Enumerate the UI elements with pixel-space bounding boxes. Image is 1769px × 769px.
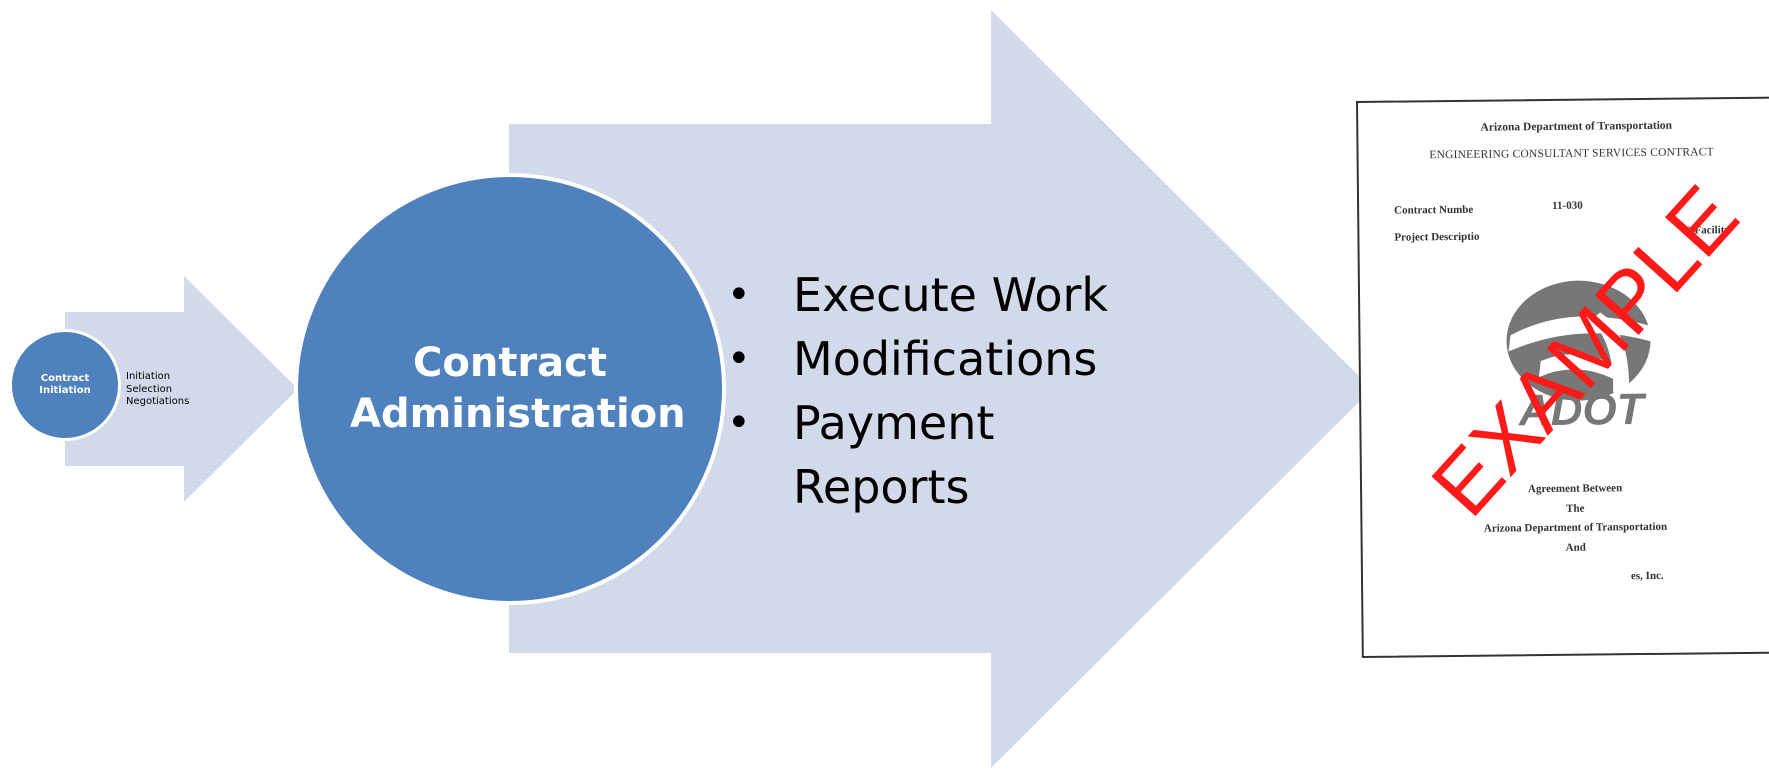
large-arrow bbox=[509, 10, 1372, 768]
small-arrow bbox=[65, 276, 298, 502]
bullet-icon: • bbox=[727, 400, 751, 446]
adot-logo-icon: ADOT bbox=[1506, 280, 1653, 434]
doc-agreement-line-3: Arizona Department of Transportation bbox=[1483, 520, 1668, 535]
doc-project-description-label: Project Descriptio bbox=[1394, 230, 1480, 244]
initiation-steps-list: Initiation Selection Negotiations bbox=[126, 371, 189, 409]
doc-contract-type: ENGINEERING CONSULTANT SERVICES CONTRACT bbox=[1429, 146, 1714, 162]
doc-agency: Arizona Department of Transportation bbox=[1480, 119, 1673, 134]
task-modifications: •Modifications bbox=[727, 327, 1108, 391]
doc-contract-number-value: 11-030 bbox=[1552, 199, 1583, 212]
doc-contract-number-label: Contract Numbe bbox=[1394, 203, 1474, 217]
contract-administration-title: Contract Administration bbox=[350, 340, 686, 437]
administration-tasks-list: •Execute Work •Modifications •Payment Re… bbox=[727, 263, 1108, 519]
doc-consultant-name: es, Inc. bbox=[1630, 569, 1664, 583]
task-execute-work: •Execute Work bbox=[727, 263, 1108, 327]
task-reports: Reports bbox=[793, 460, 970, 514]
doc-agreement-line-2: The bbox=[1566, 502, 1585, 515]
negotiations-step: Negotiations bbox=[126, 396, 190, 407]
task-payment: •Payment bbox=[727, 391, 1108, 455]
bullet-icon: • bbox=[727, 336, 751, 382]
contract-administration-circle: Contract Administration bbox=[294, 173, 726, 605]
example-contract-document: Arizona Department of Transportation ENG… bbox=[1356, 96, 1769, 658]
doc-agreement-line-4: And bbox=[1565, 541, 1586, 554]
bullet-icon: • bbox=[727, 272, 751, 318]
contract-initiation-title: Contract Initiation bbox=[39, 373, 91, 396]
initiation-step: Initiation bbox=[126, 371, 171, 382]
selection-step: Selection bbox=[126, 383, 173, 395]
contract-initiation-circle: Contract Initiation bbox=[9, 329, 121, 441]
adot-logo-text: ADOT bbox=[1518, 385, 1647, 434]
doc-agreement-line-1: Agreement Between bbox=[1527, 482, 1623, 496]
